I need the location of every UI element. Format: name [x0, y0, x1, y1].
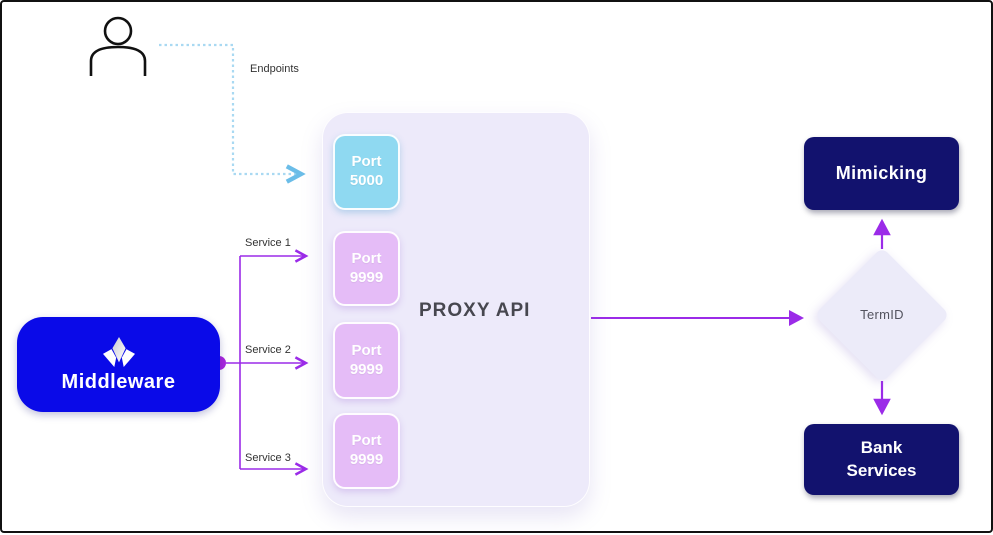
middleware-node: Middleware	[17, 317, 220, 412]
port-label-line2: 9999	[349, 360, 384, 378]
port-label-line2: 5000	[349, 172, 384, 189]
mimicking-node: Mimicking	[804, 137, 959, 210]
port-label-line1: Port	[351, 432, 382, 450]
service-2-label: Service 2	[245, 344, 291, 356]
endpoints-label: Endpoints	[250, 63, 299, 75]
port-label-line1: Port	[351, 249, 382, 267]
service-1-label: Service 1	[245, 237, 291, 249]
middleware-label: Middleware	[61, 370, 176, 393]
port-9999-node-3: Port 9999	[333, 413, 400, 489]
service-3-label: Service 3	[245, 452, 291, 464]
port-9999-node-2: Port 9999	[333, 322, 400, 399]
mimicking-label: Mimicking	[835, 163, 928, 183]
port-5000-node: Port 5000	[333, 134, 400, 210]
bank-services-node: Bank Services	[804, 424, 959, 495]
port-9999-node-1: Port 9999	[333, 231, 400, 306]
port-label-line2: 9999	[349, 451, 384, 468]
middleware-logo-icon	[102, 336, 136, 368]
middleware-trunk-line	[226, 256, 241, 469]
termid-label: TermID	[860, 307, 904, 322]
port-label-line1: Port	[351, 341, 382, 359]
proxy-api-title: PROXY API	[419, 300, 531, 321]
bank-services-label: Bank Services	[846, 437, 917, 480]
port-label-line1: Port	[351, 153, 382, 171]
port-label-line2: 9999	[349, 268, 384, 286]
person-icon	[88, 16, 148, 76]
